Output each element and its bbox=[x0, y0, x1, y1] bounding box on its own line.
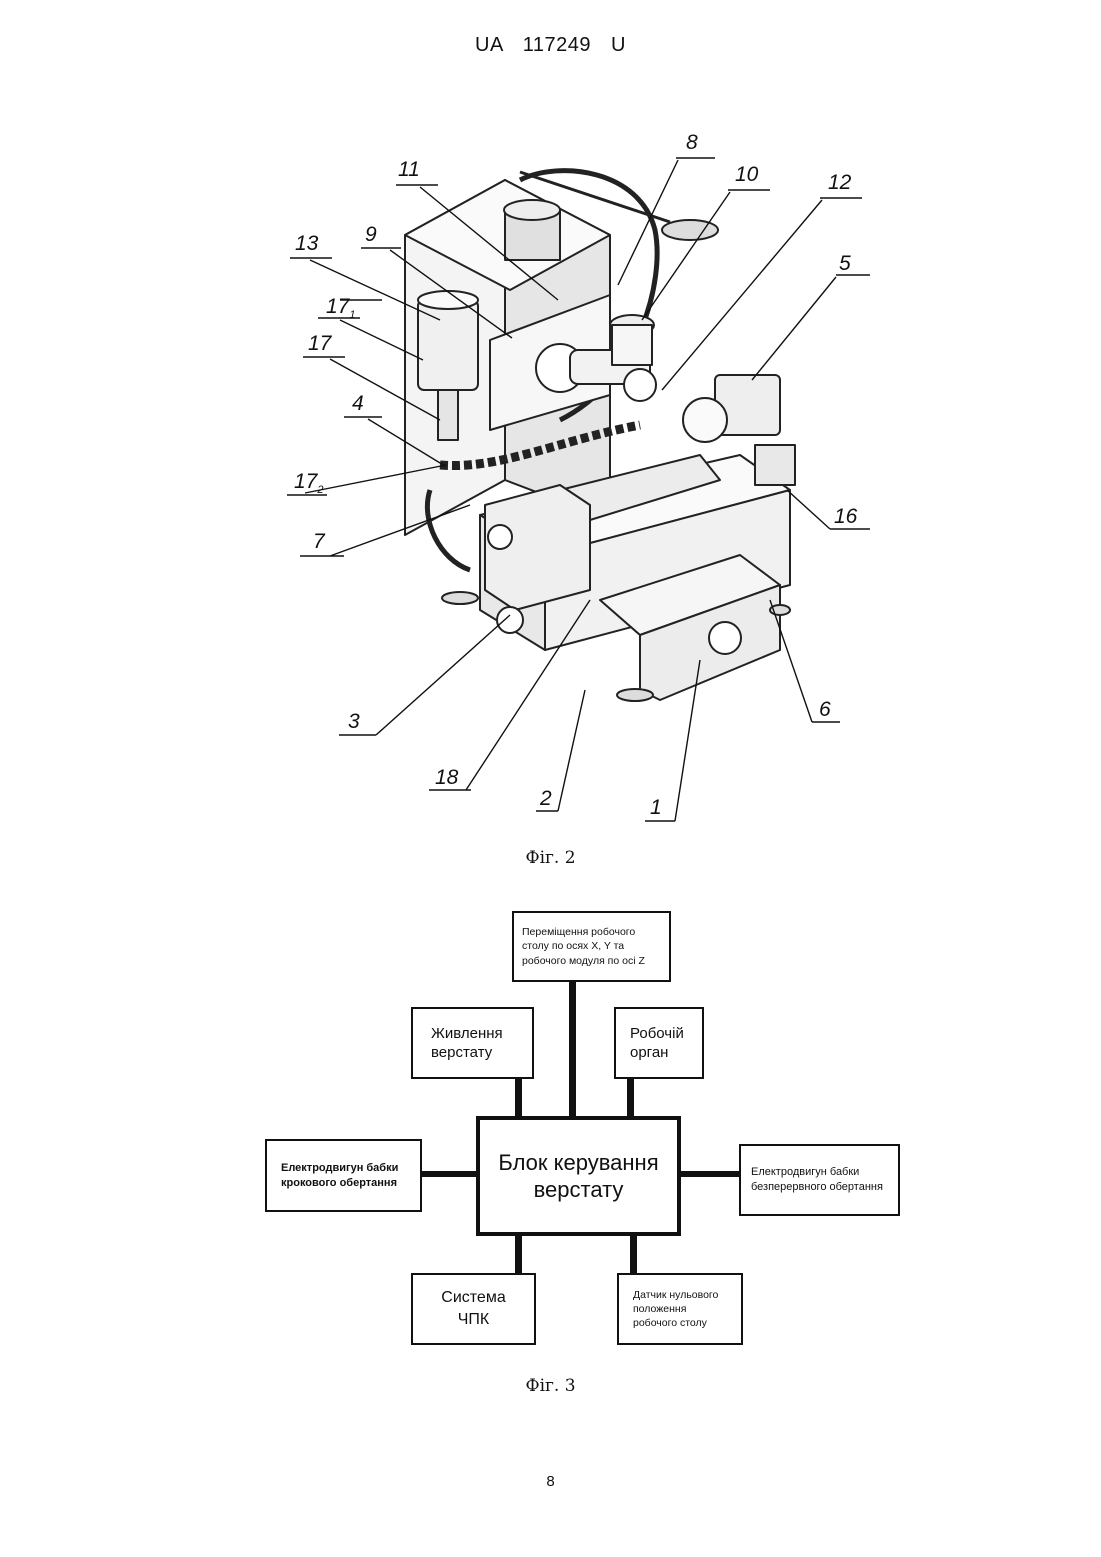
callout-6: 6 bbox=[819, 698, 831, 722]
figure-2-caption: Фіг. 2 bbox=[0, 848, 1101, 868]
callout-2: 2 bbox=[540, 787, 552, 811]
sensor-box: Датчик нульового положення робочого стол… bbox=[617, 1273, 743, 1345]
callout-4: 4 bbox=[352, 392, 364, 416]
connector-right bbox=[679, 1171, 741, 1177]
figure-3-caption: Фіг. 3 bbox=[0, 1376, 1101, 1396]
top-box: Переміщення робочого столу по осях X, Y … bbox=[512, 911, 671, 982]
connector-sensor bbox=[630, 1235, 637, 1275]
page-number: 8 bbox=[0, 1473, 1101, 1490]
power-box: Живлення верстату bbox=[411, 1007, 534, 1079]
callout-17-1: 171 bbox=[326, 295, 355, 321]
callout-17: 17 bbox=[308, 332, 331, 356]
callout-17-2: 172 bbox=[294, 470, 323, 496]
callout-8: 8 bbox=[686, 131, 698, 155]
working-organ-box: Робочій орган bbox=[614, 1007, 704, 1079]
cnc-box: Система ЧПК bbox=[411, 1273, 536, 1345]
callout-16: 16 bbox=[834, 505, 857, 529]
callout-11: 11 bbox=[398, 158, 420, 182]
document-header: UA 117249 U bbox=[0, 34, 1101, 57]
callout-7: 7 bbox=[313, 530, 325, 554]
right-motor-box: Електродвигун бабки безперервного оберта… bbox=[739, 1144, 900, 1216]
callout-18: 18 bbox=[435, 766, 458, 790]
connector-organ bbox=[627, 1078, 634, 1118]
callout-13: 13 bbox=[295, 232, 318, 256]
callout-5: 5 bbox=[839, 252, 851, 276]
connector-left bbox=[420, 1171, 478, 1177]
callout-3: 3 bbox=[348, 710, 360, 734]
left-motor-box: Електродвигун бабки крокового обертання bbox=[265, 1139, 422, 1212]
connector-power bbox=[515, 1078, 522, 1118]
callout-12: 12 bbox=[828, 171, 851, 195]
callout-9: 9 bbox=[365, 223, 377, 247]
callout-1: 1 bbox=[650, 796, 662, 820]
machine-drawing bbox=[270, 130, 870, 830]
callout-10: 10 bbox=[735, 163, 758, 187]
control-unit-box: Блок керування верстату bbox=[476, 1116, 681, 1236]
connector-top bbox=[569, 982, 576, 1118]
connector-cnc bbox=[515, 1235, 522, 1275]
